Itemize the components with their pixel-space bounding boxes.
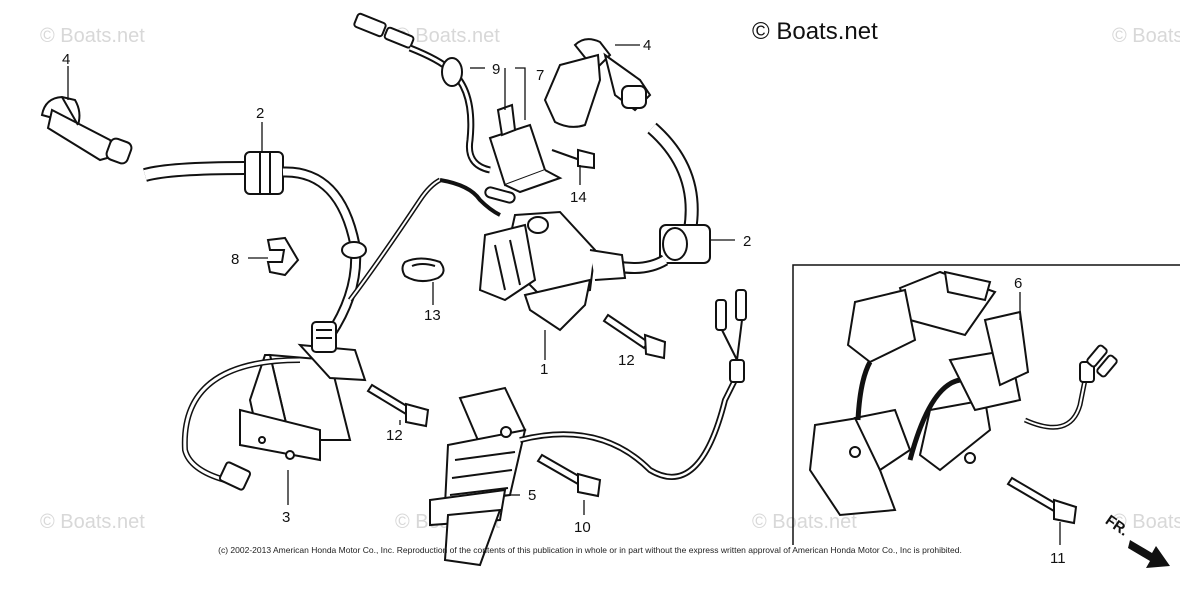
dual-connector: [715, 289, 747, 383]
watermark: © Boats.net: [40, 511, 145, 533]
callout-4-right: 4: [643, 37, 651, 54]
inset-frame: [792, 264, 1180, 545]
wire-terminal: [218, 461, 252, 491]
front-arrow-icon: [1128, 540, 1170, 568]
grommet-left: [244, 151, 284, 195]
callout-1: 1: [540, 361, 548, 378]
callout-2-left: 2: [256, 105, 264, 122]
bolt-10: [536, 453, 602, 498]
callout-13: 13: [424, 307, 441, 324]
callouts: 4 2 4 2 9 7 8 13 14 1 12 12 3 5 10 6 11: [62, 37, 1066, 567]
ignition-module: [478, 210, 627, 332]
callout-4-left: 4: [62, 51, 70, 68]
wire-clamp: [401, 257, 445, 282]
callout-7: 7: [536, 67, 544, 84]
exciter-coil: [429, 386, 527, 567]
watermark: © Boats.net: [395, 25, 500, 47]
callout-12-upper: 12: [618, 352, 635, 369]
callout-8: 8: [231, 251, 239, 268]
callout-12-lower: 12: [386, 427, 403, 444]
copyright-notice: (c) 2002-2013 American Honda Motor Co., …: [218, 545, 962, 555]
spark-plug-cap-left: [40, 95, 133, 165]
callout-11: 11: [1050, 550, 1066, 567]
spark-plug-cap-right: [543, 38, 652, 128]
brand-mark: © Boats.net: [752, 18, 878, 45]
callout-2-right: 2: [743, 233, 751, 250]
bolt-12-upper: [602, 313, 667, 360]
wire-clip: [266, 236, 300, 277]
coil-assembly-inset: [808, 270, 1030, 517]
ignition-coil: [239, 321, 367, 462]
condenser: [488, 103, 563, 194]
callout-5: 5: [528, 487, 536, 504]
grommet-right: [659, 224, 711, 264]
leader-lines: [67, 44, 1061, 545]
bolt-14: [551, 148, 595, 170]
grommet-small: [441, 57, 463, 87]
top-wire-connector: [353, 12, 415, 49]
inset-connector: [1079, 344, 1118, 383]
bolt-12-lower: [366, 383, 430, 428]
watermark: © Boats.net: [752, 511, 857, 533]
watermark: © Boats.net: [1112, 25, 1180, 47]
watermark: © Boats.net: [1112, 511, 1180, 533]
lead-terminal: [484, 186, 516, 204]
callout-3: 3: [282, 509, 290, 526]
watermark: © Boats.net: [40, 25, 145, 47]
callout-14: 14: [570, 189, 587, 206]
bolt-11: [1006, 476, 1078, 525]
callout-9: 9: [492, 61, 500, 78]
callout-10: 10: [574, 519, 591, 536]
callout-6: 6: [1014, 275, 1022, 292]
